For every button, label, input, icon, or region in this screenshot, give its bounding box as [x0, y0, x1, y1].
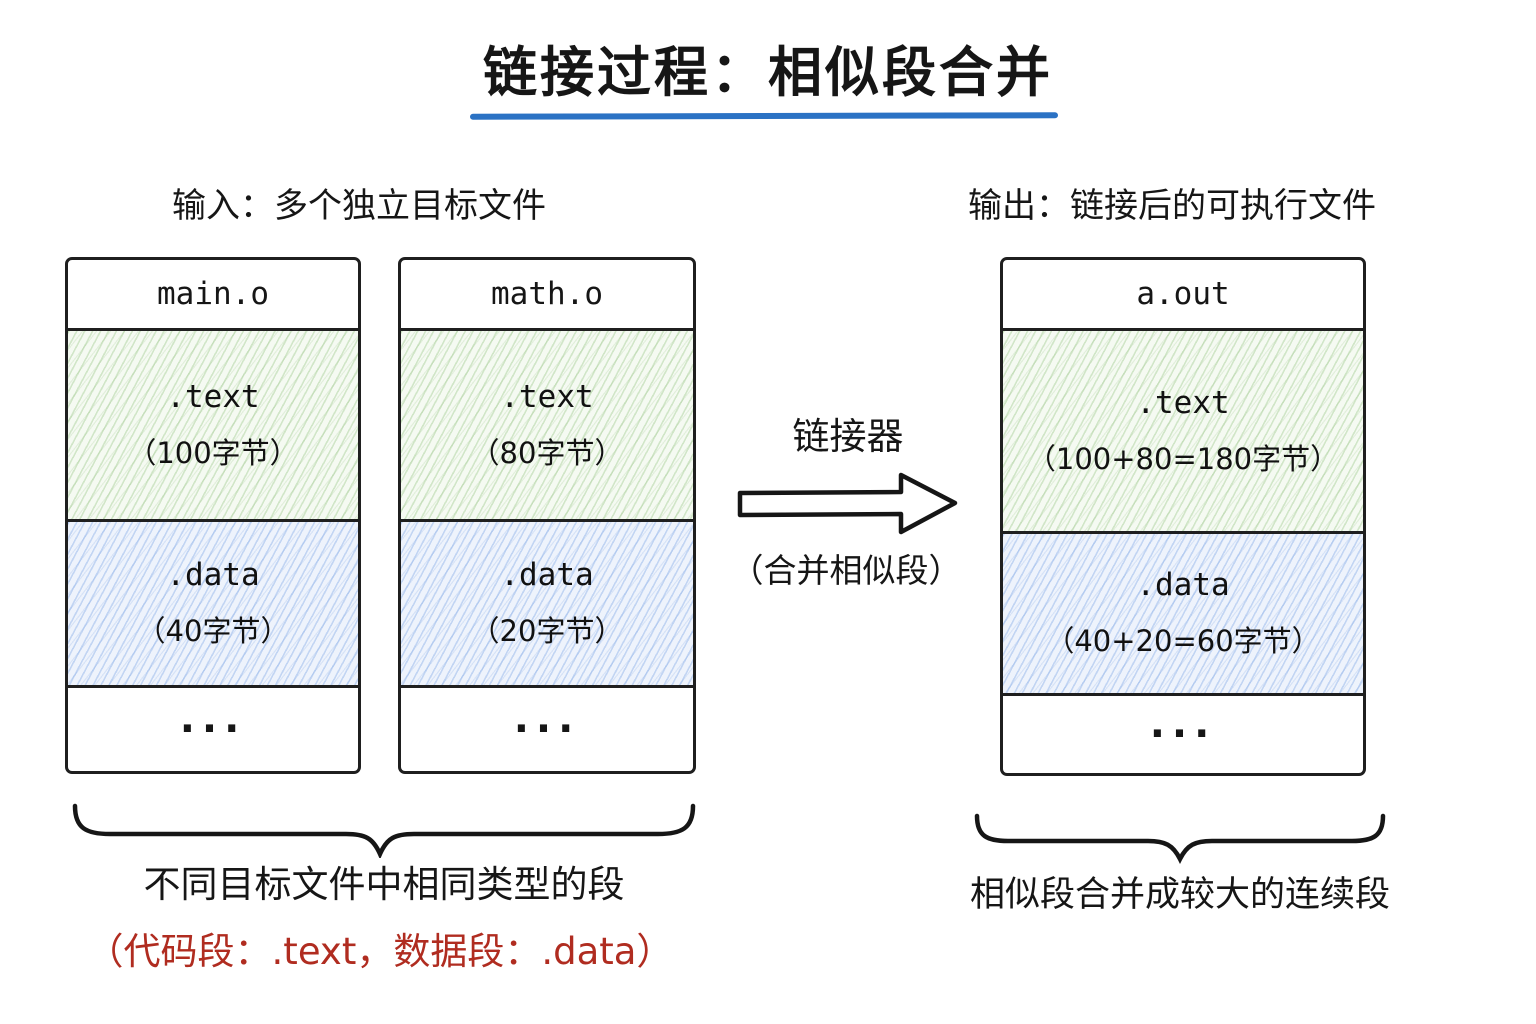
left-brace-icon	[72, 803, 696, 858]
section-label: .text	[166, 378, 260, 415]
data-section: .data （40+20=60字节）	[1003, 534, 1363, 696]
left-caption-note: （代码段：.text，数据段：.data）	[86, 930, 674, 973]
section-label: .data	[1136, 567, 1230, 603]
object-file-box-main: main.o .text （100字节） .data （40字节） ...	[65, 257, 361, 774]
title-underline	[469, 112, 1059, 120]
executable-file-box-aout: a.out .text （100+80=180字节） .data （40+20=…	[1000, 257, 1366, 776]
right-brace-icon	[974, 813, 1386, 864]
section-size: （100+80=180字节）	[1026, 441, 1340, 476]
ellipsis: ...	[179, 695, 247, 742]
section-size: （20字节）	[470, 614, 624, 648]
other-sections: ...	[401, 688, 693, 771]
input-column-label: 输入：多个独立目标文件	[172, 186, 546, 226]
ellipsis: ...	[1149, 700, 1217, 747]
text-section: .text （80字节）	[401, 331, 693, 522]
file-name: a.out	[1003, 260, 1363, 331]
right-caption: 相似段合并成较大的连续段	[969, 875, 1390, 915]
ellipsis: ...	[513, 695, 581, 742]
section-size: （100字节）	[127, 435, 299, 470]
output-column-label: 输出：链接后的可执行文件	[968, 186, 1376, 226]
text-section: .text （100+80=180字节）	[1003, 331, 1363, 534]
file-name: main.o	[68, 260, 358, 331]
section-size: （40+20=60字节）	[1045, 624, 1321, 658]
linker-note: （合并相似段）	[730, 551, 962, 590]
data-section: .data （40字节）	[68, 522, 358, 688]
section-size: （80字节）	[470, 435, 624, 470]
page-title: 链接过程：相似段合并	[483, 41, 1053, 104]
left-caption: 不同目标文件中相同类型的段	[143, 863, 625, 906]
section-label: .text	[1136, 384, 1230, 421]
section-label: .data	[166, 557, 260, 593]
other-sections: ...	[1003, 696, 1363, 773]
section-label: .data	[500, 557, 594, 593]
data-section: .data （20字节）	[401, 522, 693, 688]
text-section: .text （100字节）	[68, 331, 358, 522]
section-size: （40字节）	[136, 614, 290, 648]
file-name: math.o	[401, 260, 693, 331]
object-file-box-math: math.o .text （80字节） .data （20字节） ...	[398, 257, 696, 774]
linker-label: 链接器	[792, 415, 904, 458]
right-arrow-icon	[737, 472, 958, 535]
other-sections: ...	[68, 688, 358, 771]
section-label: .text	[500, 378, 594, 415]
